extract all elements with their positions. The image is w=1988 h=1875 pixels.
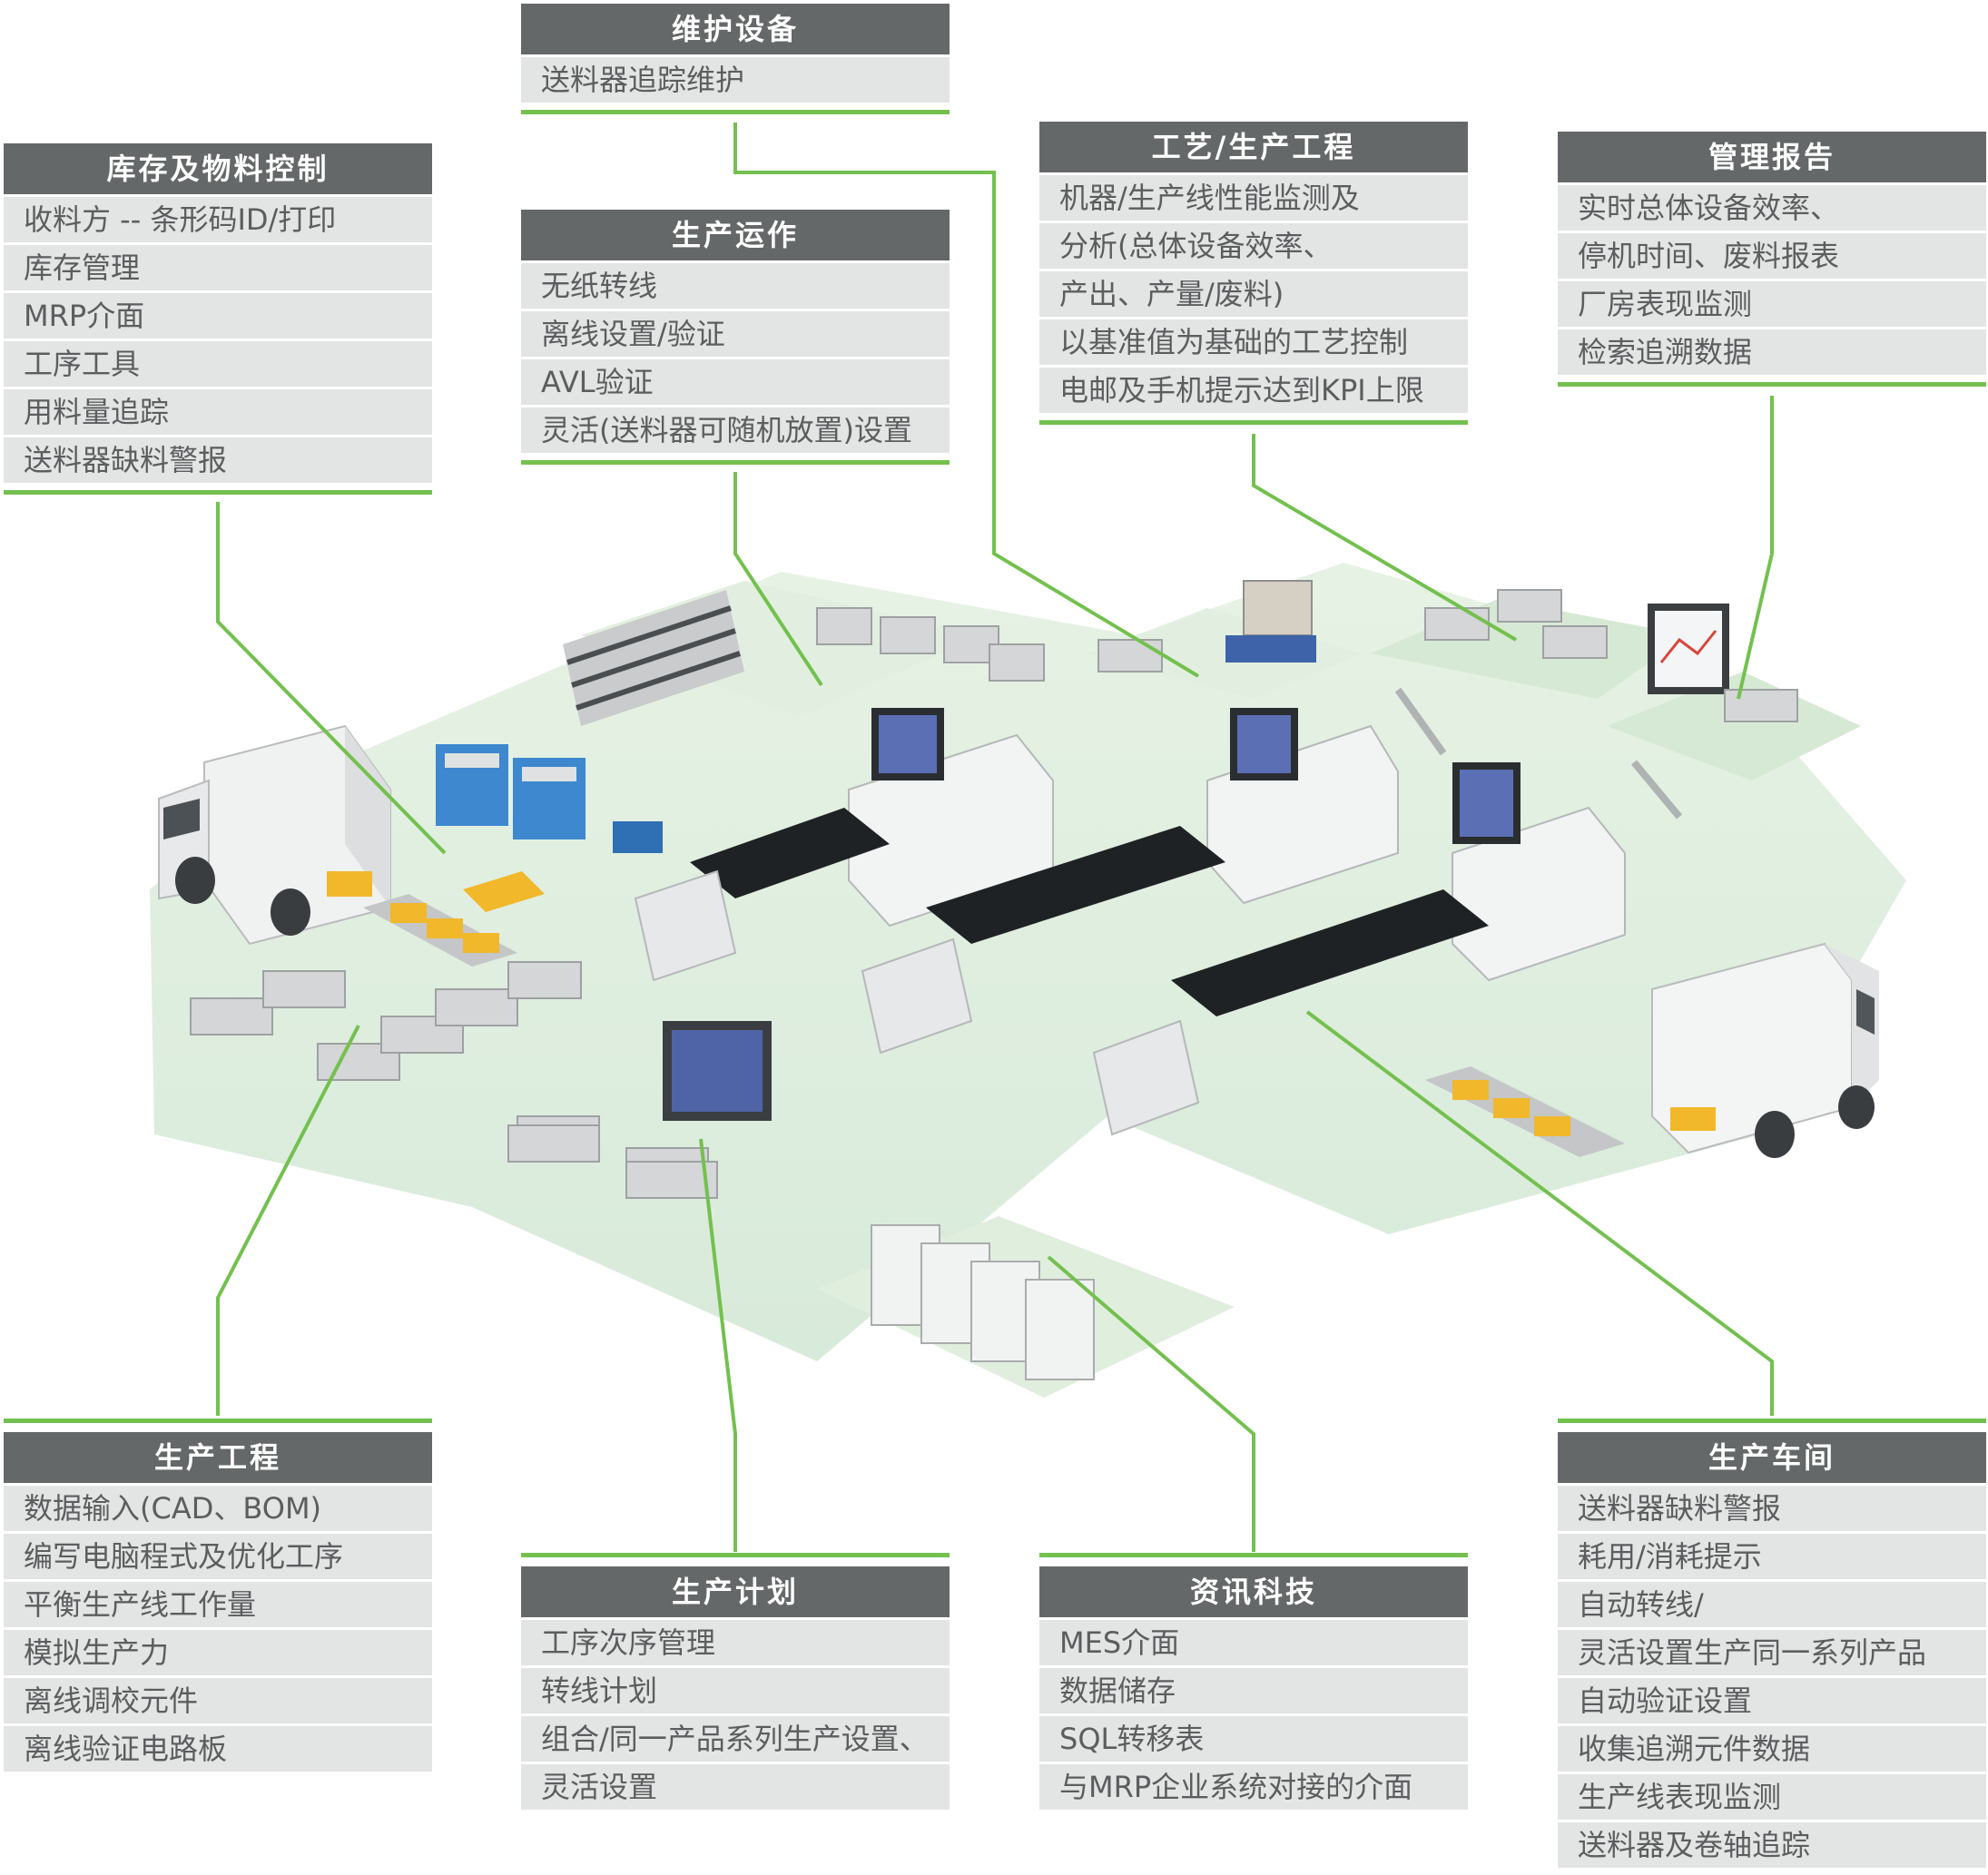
panel-operations: 生产运作 无纸转线 离线设置/验证 AVL验证 灵活(送料器可随机放置)设置: [521, 210, 950, 465]
list-item: 无纸转线: [521, 263, 950, 309]
list-item: 用料量追踪: [4, 389, 432, 435]
list-item: 与MRP企业系统对接的介面: [1039, 1764, 1468, 1810]
list-item: MES介面: [1039, 1620, 1468, 1665]
list-item: 灵活设置生产同一系列产品: [1558, 1630, 1986, 1675]
list-item: 实时总体设备效率、: [1558, 185, 1986, 231]
panel-shopfloor: 生产车间 送料器缺料警报 耗用/消耗提示 自动转线/ 灵活设置生产同一系列产品 …: [1558, 1419, 1986, 1868]
list-item: 转线计划: [521, 1668, 950, 1713]
panel-inventory: 库存及物料控制 收料方 -- 条形码ID/打印 库存管理 MRP介面 工序工具 …: [4, 143, 432, 495]
panel-title: 生产车间: [1558, 1432, 1986, 1483]
list-item: 工序次序管理: [521, 1620, 950, 1665]
panel-divider: [1558, 382, 1986, 387]
list-item: 离线调校元件: [4, 1678, 432, 1723]
list-item: 检索追溯数据: [1558, 329, 1986, 375]
panel-divider: [521, 1553, 950, 1557]
list-item: SQL转移表: [1039, 1716, 1468, 1762]
list-item: 平衡生产线工作量: [4, 1582, 432, 1627]
panel-divider: [1039, 420, 1468, 425]
list-item: 以基准值为基础的工艺控制: [1039, 319, 1468, 365]
panel-divider: [4, 1419, 432, 1423]
panel-process: 工艺/生产工程 机器/生产线性能监测及 分析(总体设备效率、 产出、产量/废料)…: [1039, 122, 1468, 425]
list-item: 编写电脑程式及优化工序: [4, 1534, 432, 1579]
list-item: 数据输入(CAD、BOM): [4, 1486, 432, 1531]
smt-line-3: [1092, 762, 1626, 1136]
panel-divider: [1558, 1419, 1986, 1423]
panel-title: 维护设备: [521, 4, 950, 54]
list-item: 产出、产量/废料): [1039, 271, 1468, 317]
list-item: 送料器及卷轴追踪: [1558, 1822, 1986, 1868]
panel-title: 库存及物料控制: [4, 143, 432, 194]
list-item: 数据储存: [1039, 1668, 1468, 1713]
list-item: 送料器缺料警报: [4, 437, 432, 483]
list-item: 组合/同一产品系列生产设置、: [521, 1716, 950, 1762]
smt-line-2: [861, 708, 1399, 1055]
smt-line-1: [634, 708, 1054, 982]
list-item: 厂房表现监测: [1558, 281, 1986, 327]
panel-engineering: 生产工程 数据输入(CAD、BOM) 编写电脑程式及优化工序 平衡生产线工作量 …: [4, 1419, 432, 1772]
list-item: 机器/生产线性能监测及: [1039, 175, 1468, 221]
panel-title: 管理报告: [1558, 132, 1986, 182]
list-item: 离线验证电路板: [4, 1726, 432, 1772]
panel-reports: 管理报告 实时总体设备效率、 停机时间、废料报表 厂房表现监测 检索追溯数据: [1558, 132, 1986, 387]
panel-maintenance: 维护设备 送料器追踪维护: [521, 4, 950, 114]
list-item: 工序工具: [4, 341, 432, 387]
list-item: 耗用/消耗提示: [1558, 1534, 1986, 1579]
list-item: 自动验证设置: [1558, 1678, 1986, 1723]
list-item: 收集追溯元件数据: [1558, 1726, 1986, 1772]
panel-divider: [521, 110, 950, 114]
list-item: MRP介面: [4, 293, 432, 339]
list-item: 停机时间、废料报表: [1558, 233, 1986, 279]
panel-title: 资讯科技: [1039, 1566, 1468, 1617]
list-item: 离线设置/验证: [521, 311, 950, 357]
panel-divider: [1039, 1553, 1468, 1557]
panel-title: 工艺/生产工程: [1039, 122, 1468, 172]
conveyor-left: [363, 894, 517, 967]
panel-title: 生产计划: [521, 1566, 950, 1617]
panel-divider: [4, 490, 432, 495]
list-item: 送料器缺料警报: [1558, 1486, 1986, 1531]
list-item: AVL验证: [521, 359, 950, 405]
panel-it: 资讯科技 MES介面 数据储存 SQL转移表 与MRP企业系统对接的介面: [1039, 1553, 1468, 1810]
list-item: 电邮及手机提示达到KPI上限: [1039, 368, 1468, 413]
reel-racks: [436, 744, 663, 912]
panel-title: 生产运作: [521, 210, 950, 260]
panel-title: 生产工程: [4, 1432, 432, 1483]
list-item: 灵活设置: [521, 1764, 950, 1810]
list-item: 库存管理: [4, 245, 432, 290]
panel-planning: 生产计划 工序次序管理 转线计划 组合/同一产品系列生产设置、 灵活设置: [521, 1553, 950, 1810]
storage-racks: [563, 590, 744, 726]
list-item: 生产线表现监测: [1558, 1774, 1986, 1820]
list-item: 模拟生产力: [4, 1630, 432, 1675]
list-item: 分析(总体设备效率、: [1039, 223, 1468, 269]
list-item: 送料器追踪维护: [521, 57, 950, 103]
panel-divider: [521, 460, 950, 465]
list-item: 自动转线/: [1558, 1582, 1986, 1627]
list-item: 收料方 -- 条形码ID/打印: [4, 197, 432, 242]
list-item: 灵活(送料器可随机放置)设置: [521, 407, 950, 453]
